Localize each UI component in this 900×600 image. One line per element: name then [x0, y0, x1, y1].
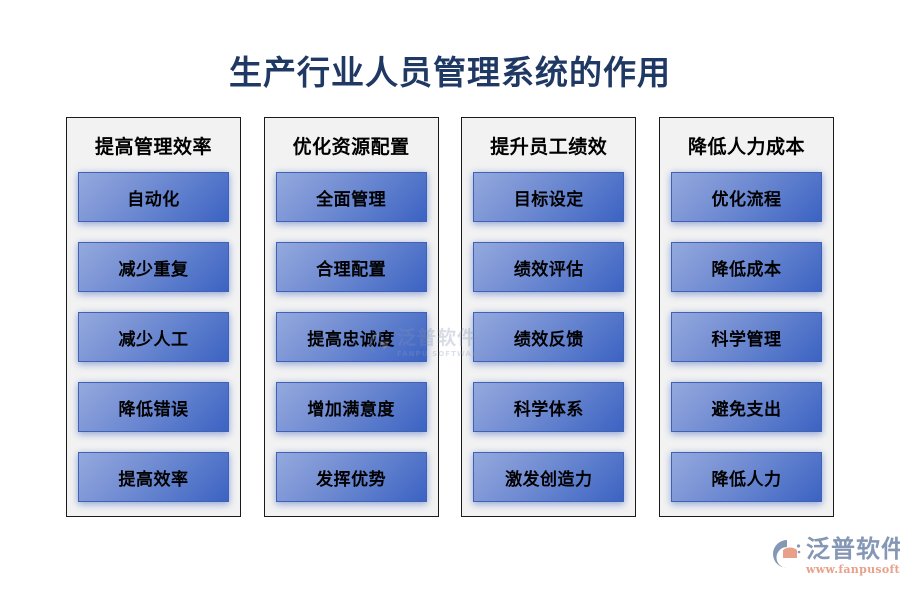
item-box[interactable]: 减少重复 [78, 242, 229, 292]
item-box[interactable]: 提高忠诚度 [275, 312, 427, 362]
column-items-1: 自动化 减少重复 减少人工 降低错误 提高效率 [78, 172, 229, 502]
column-panel-4[interactable]: 降低人力成本 优化流程 降低成本 科学管理 避免支出 降低人力 [658, 117, 834, 517]
item-box[interactable]: 目标设定 [473, 172, 625, 222]
page-title: 生产行业人员管理系统的作用 [229, 53, 671, 92]
item-box[interactable]: 绩效反馈 [473, 312, 625, 362]
item-box[interactable]: 降低人力 [670, 452, 822, 502]
item-box[interactable]: 增加满意度 [275, 382, 427, 432]
item-box[interactable]: 优化流程 [670, 172, 822, 222]
item-box[interactable]: 提高效率 [78, 452, 229, 502]
column-items-2: 全面管理 合理配置 提高忠诚度 增加满意度 发挥优势 [275, 172, 427, 502]
item-box[interactable]: 自动化 [78, 172, 229, 222]
item-box[interactable]: 减少人工 [78, 312, 229, 362]
column-header-4: 降低人力成本 [687, 136, 805, 158]
column-items-4: 优化流程 降低成本 科学管理 避免支出 降低人力 [670, 172, 822, 502]
brand-url[interactable]: www.fanpusoft.com [806, 563, 900, 576]
item-box[interactable]: 合理配置 [275, 242, 427, 292]
item-box[interactable]: 科学管理 [670, 312, 822, 362]
brand-name: 泛普软件 [806, 535, 900, 563]
fanpu-logo-icon [773, 540, 801, 568]
item-box[interactable]: 绩效评估 [473, 242, 625, 292]
column-panel-2[interactable]: 优化资源配置 全面管理 合理配置 提高忠诚度 增加满意度 发挥优势 [263, 117, 439, 517]
brand-logo[interactable]: 泛普软件 www.fanpusoft.com [770, 536, 900, 586]
column-header-1: 提高管理效率 [94, 136, 212, 158]
column-header-3: 提升员工绩效 [490, 136, 608, 158]
column-header-2: 优化资源配置 [292, 136, 410, 158]
item-box[interactable]: 激发创造力 [473, 452, 625, 502]
item-box[interactable]: 发挥优势 [275, 452, 427, 502]
item-box[interactable]: 全面管理 [275, 172, 427, 222]
column-panel-1[interactable]: 提高管理效率 自动化 减少重复 减少人工 降低错误 提高效率 [66, 117, 241, 517]
column-panel-3[interactable]: 提升员工绩效 目标设定 绩效评估 绩效反馈 科学体系 激发创造力 [461, 117, 637, 517]
item-box[interactable]: 科学体系 [473, 382, 625, 432]
columns-container: 提高管理效率 自动化 减少重复 减少人工 降低错误 提高效率 优化资源配置 全面… [66, 117, 834, 517]
brand-logo-text: 泛普软件 www.fanpusoft.com [806, 536, 900, 576]
item-box[interactable]: 避免支出 [670, 382, 822, 432]
column-items-3: 目标设定 绩效评估 绩效反馈 科学体系 激发创造力 [473, 172, 625, 502]
item-box[interactable]: 降低错误 [78, 382, 229, 432]
item-box[interactable]: 降低成本 [670, 242, 822, 292]
